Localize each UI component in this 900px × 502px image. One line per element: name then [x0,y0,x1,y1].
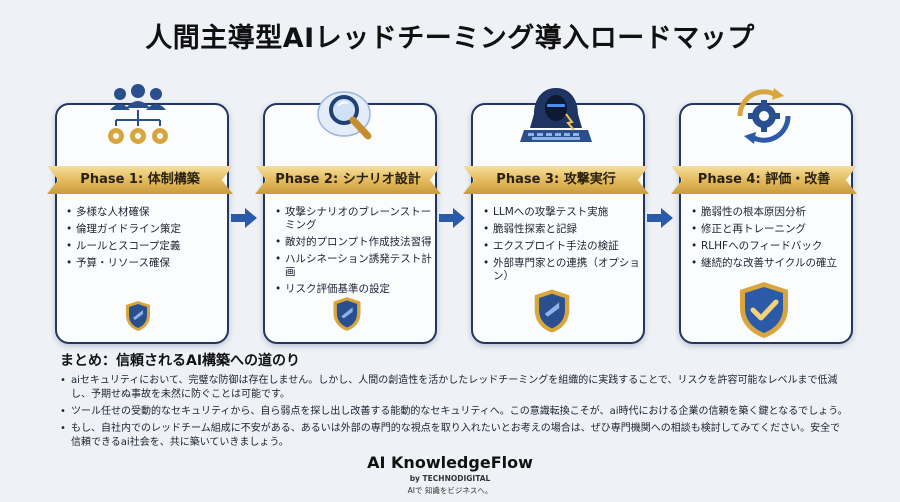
arrow-right-icon [647,208,673,228]
summary-point: もし、自社内でのレッドチーム組成に不安がある、あるいは外部の専門的な視点を取り入… [60,422,850,450]
summary-point: aiセキュリティにおいて、完璧な防御は存在しません。しかし、人間の創造性を活かし… [60,374,850,402]
brand-name: AI KnowledgeFlow [367,453,533,472]
list-item: 倫理ガイドライン策定 [65,223,225,236]
list-item: 多様な人材確保 [65,206,225,219]
list-item: 継続的な改善サイクルの確立 [690,257,850,270]
list-item: 外部専門家との連携（オプション） [482,257,642,283]
shield-icon [333,297,361,331]
phase-4-list: 脆弱性の根本原因分析 修正と再トレーニング RLHFへのフィードバック 継続的な… [690,206,850,274]
list-item: LLMへの攻撃テスト実施 [482,206,642,219]
phase-1-list: 多様な人材確保 倫理ガイドライン策定 ルールとスコープ定義 予算・リソース確保 [65,206,225,274]
list-item: 予算・リソース確保 [65,257,225,270]
list-item: 脆弱性探索と記録 [482,223,642,236]
team-gears-icon [98,84,178,148]
list-item: RLHFへのフィードバック [690,240,850,253]
phase-4-banner: Phase 4: 評価・改善 [671,166,857,194]
page-title: 人間主導型AIレッドチーミング導入ロードマップ [145,23,755,54]
phase-2-banner: Phase 2: シナリオ設計 [255,166,441,194]
list-item: 攻撃シナリオのブレーンストーミング [274,206,434,232]
list-item: ルールとスコープ定義 [65,240,225,253]
magnifier-icon [308,84,388,148]
summary-point: ツール任せの受動的なセキュリティから、自ら弱点を探し出し改善する能動的なセキュリ… [60,405,850,419]
phase-1-banner: Phase 1: 体制構築 [47,166,233,194]
shield-icon [126,301,150,331]
list-item: ハルシネーション誘発テスト計画 [274,253,434,279]
arrow-right-icon [439,208,465,228]
list-item: エクスプロイト手法の検証 [482,240,642,253]
shield-check-icon [740,282,788,338]
brand-tagline: AIで 知識をビジネスへ。 [407,486,493,495]
shield-icon [534,289,570,333]
arrow-right-icon [231,208,257,228]
list-item: 脆弱性の根本原因分析 [690,206,850,219]
brand-by: by TECHNODIGITAL [409,474,491,483]
phase-3-list: LLMへの攻撃テスト実施 脆弱性探索と記録 エクスプロイト手法の検証 外部専門家… [482,206,642,287]
summary-list: aiセキュリティにおいて、完璧な防御は存在しません。しかし、人間の創造性を活かし… [60,374,850,453]
list-item: 修正と再トレーニング [690,223,850,236]
summary-title: まとめ：信頼されるAI構築への道のり [60,353,301,369]
list-item: 敵対的プロンプト作成技法習得 [274,236,434,249]
cycle-gears-icon [724,84,804,148]
phase-2-list: 攻撃シナリオのブレーンストーミング 敵対的プロンプト作成技法習得 ハルシネーショ… [274,206,434,300]
list-item: リスク評価基準の設定 [274,283,434,296]
hacker-icon [516,84,596,148]
phase-3-banner: Phase 3: 攻撃実行 [463,166,649,194]
